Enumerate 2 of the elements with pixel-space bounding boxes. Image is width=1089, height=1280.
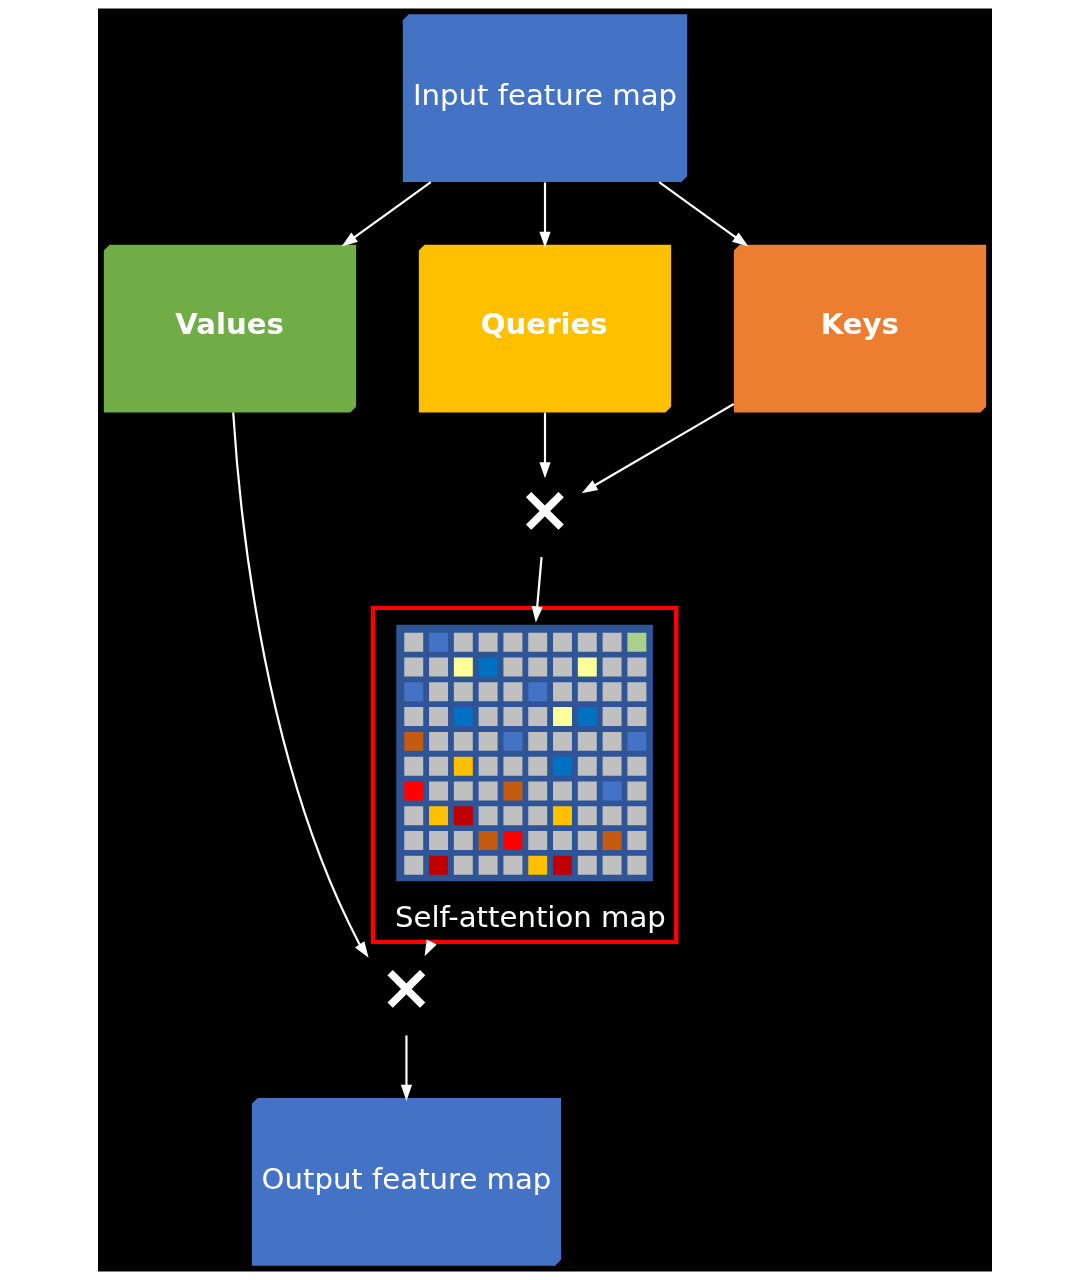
- node-text: ×: [378, 949, 433, 1025]
- node-text: ×: [517, 470, 572, 546]
